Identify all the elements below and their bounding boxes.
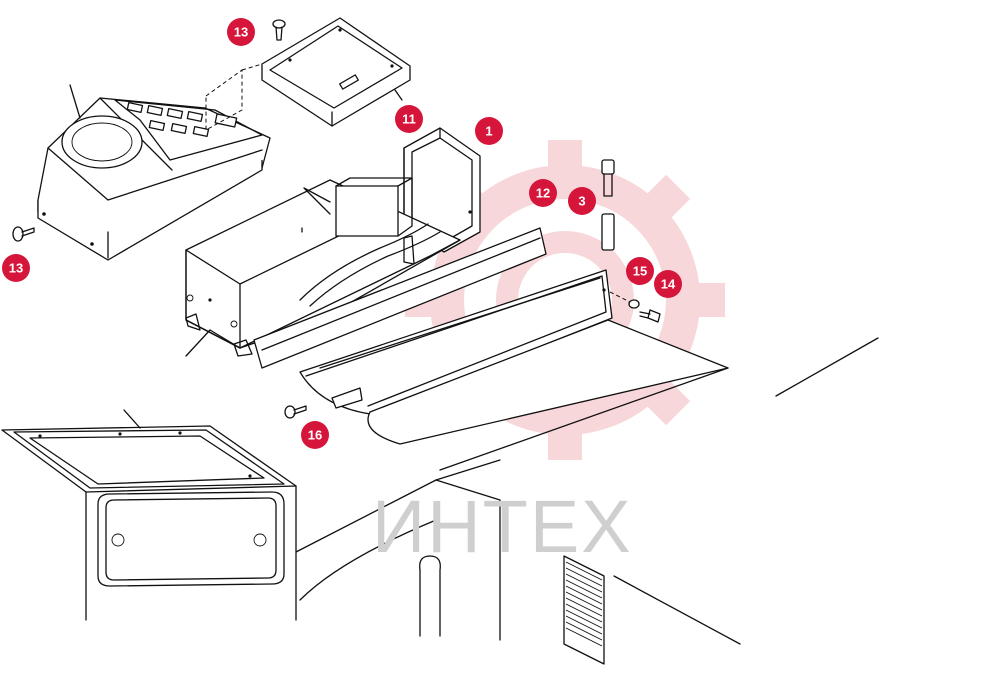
callout-label: 14 — [661, 277, 676, 292]
machine-body — [295, 337, 879, 665]
top-plate-11 — [205, 17, 411, 131]
washer-15 — [609, 291, 640, 309]
callout-badge — [227, 18, 255, 46]
screw-13-top — [272, 19, 286, 41]
callout-12[interactable]: 12 — [529, 179, 557, 207]
tray-chassis — [185, 177, 461, 357]
callout-3[interactable]: 3 — [568, 187, 596, 215]
callout-label: 13 — [234, 25, 248, 40]
callout-label: 16 — [308, 428, 322, 443]
screw-16 — [284, 405, 307, 419]
callout-layer: 13 11 1 12 3 15 14 13 — [2, 18, 682, 449]
callout-16[interactable]: 16 — [301, 421, 329, 449]
callout-label: 11 — [402, 112, 416, 127]
callout-label: 15 — [633, 264, 647, 279]
bolt-3 — [601, 159, 615, 251]
callout-label: 1 — [485, 124, 492, 139]
callout-13-top[interactable]: 13 — [227, 18, 255, 46]
callout-badge — [475, 117, 503, 145]
callout-15[interactable]: 15 — [626, 257, 654, 285]
callout-14[interactable]: 14 — [654, 270, 682, 298]
callout-badge — [301, 421, 329, 449]
callout-13-lower[interactable]: 13 — [2, 254, 30, 282]
lower-enclosure — [1, 409, 297, 621]
callout-badge — [529, 179, 557, 207]
long-cover-strips — [253, 227, 729, 445]
callout-label: 13 — [9, 261, 23, 276]
callout-1[interactable]: 1 — [475, 117, 503, 145]
display-cover-housing — [37, 84, 271, 261]
screw-13-lower — [12, 226, 35, 242]
callout-label: 3 — [578, 194, 585, 209]
watermark-gear-logo — [405, 140, 725, 460]
callout-label: 12 — [536, 186, 550, 201]
callout-badge — [568, 187, 596, 215]
callout-badge — [2, 254, 30, 282]
callout-badge — [626, 257, 654, 285]
callout-11[interactable]: 11 — [395, 105, 423, 133]
callout-badge — [395, 105, 423, 133]
screw-14 — [639, 309, 661, 323]
watermark-text: ИНТЕХ — [372, 485, 633, 568]
callout-badge — [654, 270, 682, 298]
